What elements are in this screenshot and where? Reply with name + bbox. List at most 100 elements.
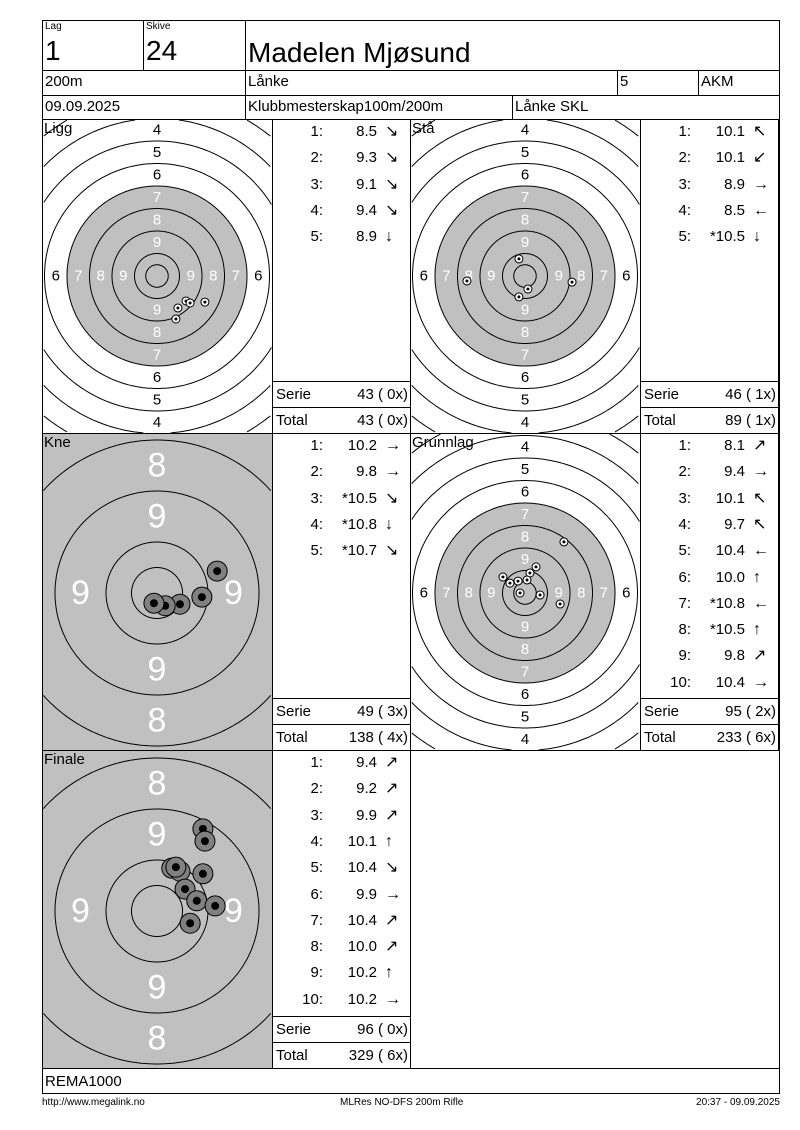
shot-number: 2: <box>310 780 323 798</box>
shot-score: *10.7 <box>341 542 377 560</box>
ring-label: 8 <box>148 447 167 485</box>
shot-row: 1:10.2→ <box>273 435 411 457</box>
shot-row: 6:10.0↑ <box>641 567 779 589</box>
scores-grunnlag: 1:8.1↗2:9.4→3:10.1↖4:9.7↖5:10.4←6:10.0↑7… <box>640 433 779 751</box>
ring-label: 5 <box>521 391 529 408</box>
shot-number: 6: <box>310 885 323 903</box>
ring <box>434 502 616 684</box>
shot-score: 10.1 <box>715 149 745 167</box>
target-black-area <box>435 503 615 683</box>
shot-score: 9.2 <box>356 780 377 798</box>
ring-label: 6 <box>153 166 161 183</box>
shot-score: 10.4 <box>715 542 745 560</box>
ring <box>411 457 640 729</box>
ring-label: 6 <box>622 268 630 285</box>
ring <box>412 480 638 706</box>
shot-row: 3:9.1↘ <box>273 174 411 196</box>
shot-row: 2:9.3↘ <box>273 147 411 169</box>
shot-score: 9.4 <box>356 201 377 219</box>
footer-timestamp: 20:37 - 09.09.2025 <box>696 1097 780 1108</box>
shot-score: *10.8 <box>341 515 377 533</box>
shot-row: 4:8.5← <box>641 200 779 222</box>
total-label: Total <box>276 729 308 746</box>
ring-label: 9 <box>148 816 167 854</box>
organizer-cell: Lånke SKL <box>512 95 780 120</box>
ring-label: 7 <box>232 268 240 285</box>
scores-kne: 1:10.2→2:9.8→3:*10.5↘4:*10.8↓5:*10.7↘Ser… <box>272 433 411 751</box>
shot-number: 3: <box>310 806 323 824</box>
ring <box>89 208 225 344</box>
shot-score: 10.4 <box>347 911 377 929</box>
ring-label: 9 <box>521 551 529 568</box>
ring-label: 9 <box>224 892 243 930</box>
shot-score: 9.7 <box>724 515 745 533</box>
shot-number: 10: <box>670 673 691 691</box>
ring-label: 5 <box>521 708 529 725</box>
ring <box>54 490 260 696</box>
ring-label: 8 <box>577 585 585 602</box>
shot-row: 7:10.4↗ <box>273 910 411 932</box>
shot-direction-icon: ↘ <box>385 489 399 507</box>
ring-label: 4 <box>521 438 529 455</box>
serie-label: Serie <box>644 703 680 720</box>
shot-row: 5:*10.5↓ <box>641 226 779 248</box>
empty-cell <box>410 750 780 1069</box>
shot-score: 10.2 <box>347 990 377 1008</box>
shot-number: 4: <box>678 515 691 533</box>
shot-score: 8.9 <box>356 228 377 246</box>
total-value: 138 ( 4x) <box>348 729 408 746</box>
ring-label: 7 <box>442 585 450 602</box>
shot-score: *10.5 <box>709 621 745 639</box>
ring-label: 9 <box>71 574 90 612</box>
shot-hole <box>559 537 569 547</box>
shot-score: *10.5 <box>709 228 745 246</box>
shot-row: 3:9.9↗ <box>273 805 411 827</box>
organizer: Lånke SKL <box>515 98 589 115</box>
shot-number: 3: <box>678 489 691 507</box>
shot-row: 2:9.8→ <box>273 461 411 483</box>
target-title: Grunnlag <box>412 434 474 451</box>
ring <box>479 230 571 322</box>
shot-hole <box>515 588 525 598</box>
ring-label: 6 <box>521 166 529 183</box>
shot-number: 4: <box>310 832 323 850</box>
shot-number: 5: <box>310 228 323 246</box>
shot-direction-icon: → <box>385 437 401 454</box>
ring-label: 8 <box>153 211 161 228</box>
total-label: Total <box>276 1047 308 1064</box>
ring <box>43 120 271 433</box>
shot-number: 3: <box>310 489 323 507</box>
ring <box>111 230 203 322</box>
ring-label: 9 <box>119 268 127 285</box>
shot-hole <box>143 592 165 614</box>
shot-number: 1: <box>310 123 323 140</box>
shot-hole <box>206 560 228 582</box>
target-black-area <box>435 186 615 366</box>
shot-hole <box>462 276 472 286</box>
ring-label: 9 <box>153 234 161 251</box>
shot-row: 2:9.4→ <box>641 461 779 483</box>
shot-direction-icon: → <box>753 175 769 193</box>
ring-label: 7 <box>521 506 529 523</box>
shot-hole <box>179 912 201 934</box>
ring-label: 8 <box>465 268 473 285</box>
shot-number: 2: <box>310 463 323 481</box>
shot-score: 8.1 <box>724 437 745 454</box>
ring-label: 9 <box>71 892 90 930</box>
footer-url[interactable]: http://www.megalink.no <box>42 1097 145 1108</box>
shot-hole <box>173 303 183 313</box>
shot-score: 9.4 <box>356 754 377 771</box>
shot-direction-icon: → <box>753 673 769 691</box>
shot-direction-icon: ↗ <box>385 754 399 771</box>
ring-label: 8 <box>465 585 473 602</box>
ring-label: 7 <box>521 189 529 206</box>
footer-software: MLRes NO-DFS 200m Rifle <box>340 1097 464 1108</box>
shot-hole <box>525 568 535 578</box>
ring-label: 8 <box>148 702 167 740</box>
